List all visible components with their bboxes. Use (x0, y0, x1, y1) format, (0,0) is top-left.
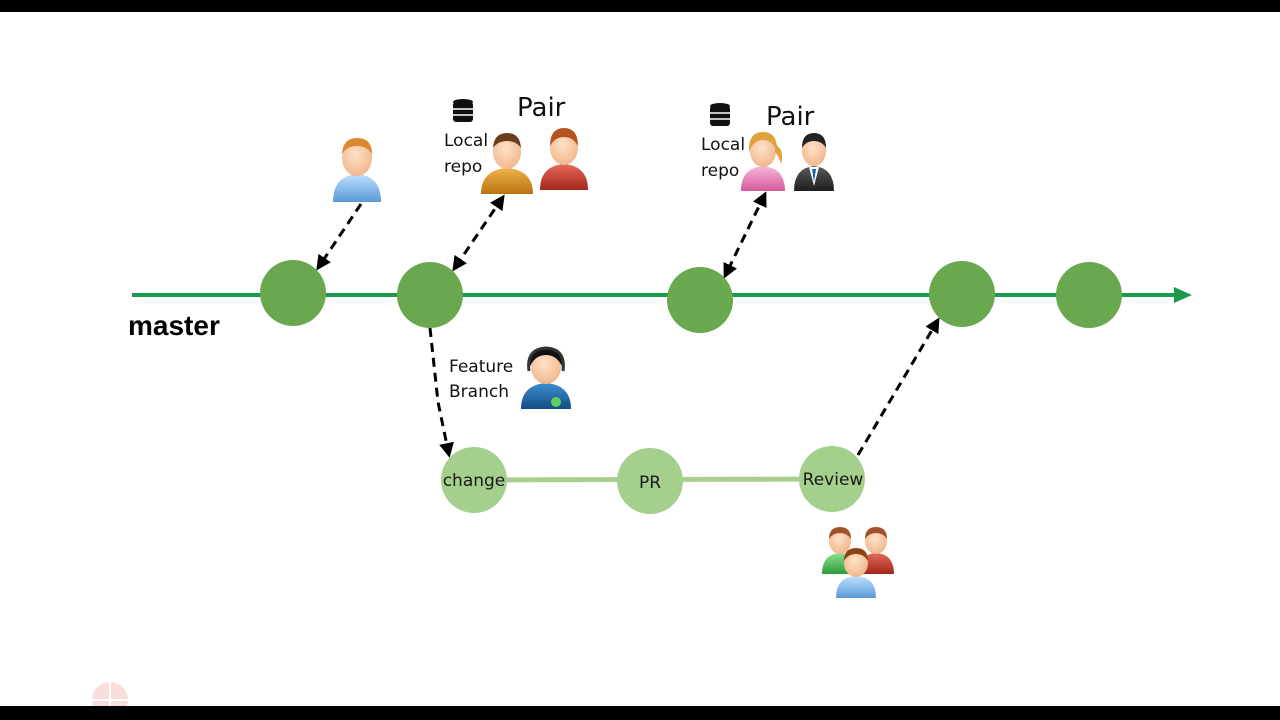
master-commit-5 (1056, 262, 1122, 328)
database-icon (453, 99, 473, 122)
arrow-pair2-to-commit-3 (723, 191, 767, 279)
master-commit-1 (260, 260, 326, 326)
master-arrowhead (1174, 287, 1192, 303)
workflow-diagram: master change PR Review Pair Pair Local … (92, 93, 1192, 706)
branch-node-review (799, 446, 865, 512)
pair-2-label: Pair (766, 102, 815, 132)
master-label: master (128, 310, 220, 341)
arrow-review-to-master (856, 317, 940, 456)
user-group-icon (822, 527, 894, 598)
arrow-user-to-commit-1 (316, 203, 363, 271)
pair-1-label: Pair (517, 93, 566, 123)
local-repo-1-line-1: Local (444, 131, 488, 151)
database-icon (710, 103, 730, 126)
user-icon (333, 138, 381, 202)
local-repo-2-line-2: repo (701, 161, 739, 181)
local-repo-2-line-1: Local (701, 135, 745, 155)
local-repo-1-line-2: repo (444, 157, 482, 177)
user-orange-icon (481, 133, 533, 194)
arrow-branch-off (428, 327, 454, 458)
branch-node-pr (617, 448, 683, 514)
master-commit-3 (667, 267, 733, 333)
arrow-pair1-to-commit-2 (452, 194, 505, 272)
feature-branch-line-1: Feature (449, 357, 513, 377)
user-red-icon (540, 128, 588, 190)
user-headset-icon (521, 346, 571, 409)
branch-node-pr-label: PR (639, 473, 661, 493)
feature-branch-line-2: Branch (449, 382, 509, 402)
user-suit-icon (794, 133, 834, 191)
branch-node-review-label: Review (803, 470, 864, 490)
slide-canvas: master change PR Review Pair Pair Local … (0, 12, 1280, 706)
master-commit-2 (397, 262, 463, 328)
user-pink-female-icon (741, 132, 785, 191)
watermark-logo (92, 682, 128, 706)
master-commit-4 (929, 261, 995, 327)
branch-node-change (441, 447, 507, 513)
branch-node-change-label: change (443, 471, 506, 491)
